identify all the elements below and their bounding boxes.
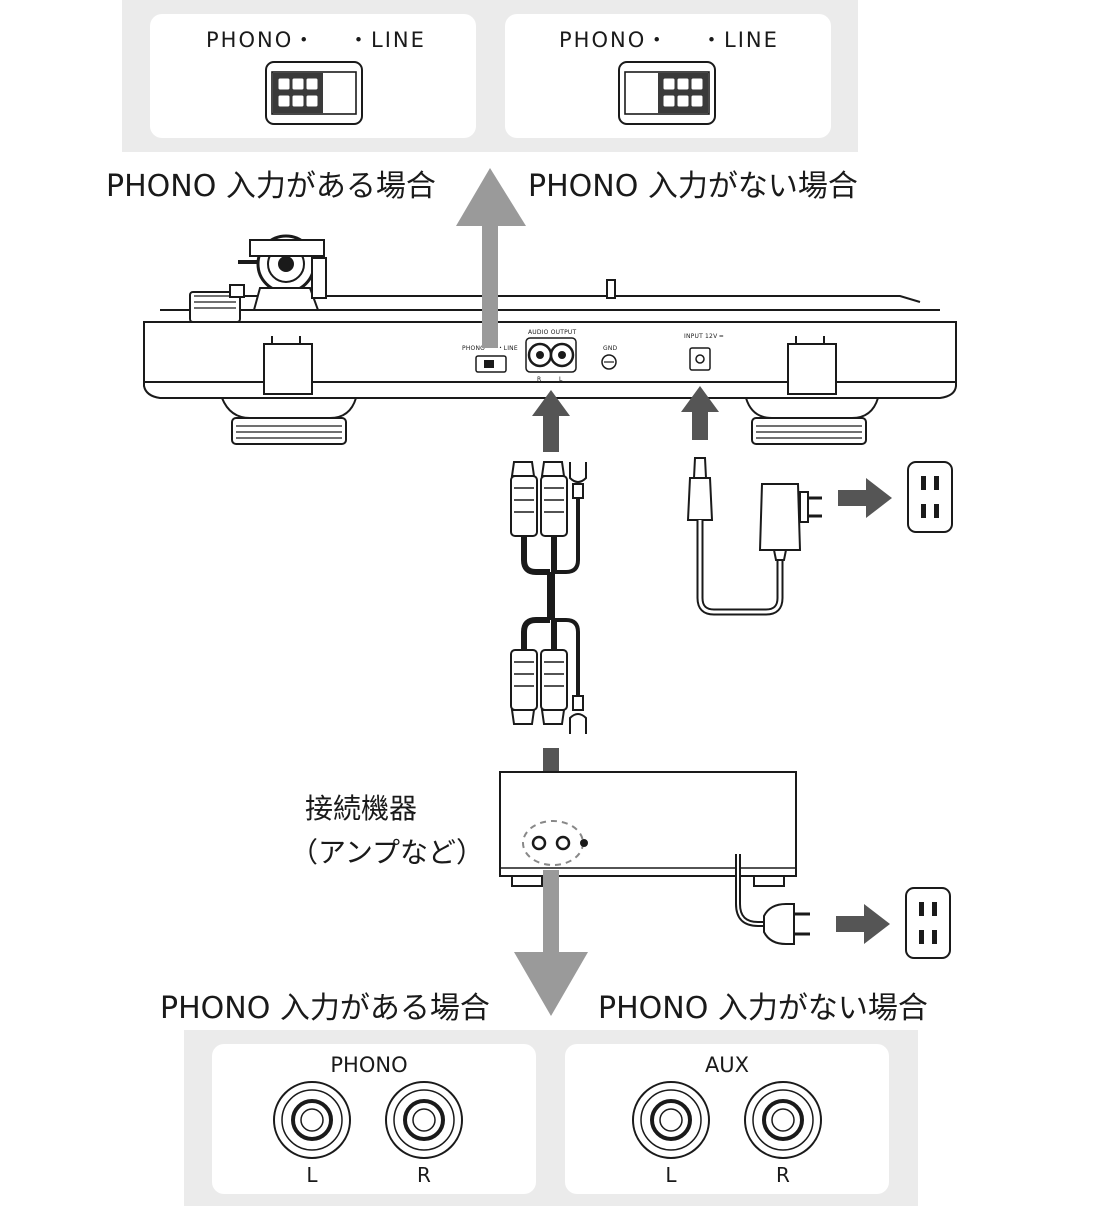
phono-jack-l xyxy=(273,1081,351,1159)
switch-label-phono: PHONO・ xyxy=(559,28,669,52)
left-foot xyxy=(221,336,357,445)
phono-input-panel: PHONO L R xyxy=(273,1053,463,1187)
arrow-down-to-input-panels xyxy=(514,870,588,1016)
phono-jack-l-label: L xyxy=(306,1163,318,1187)
aux-jack-r-label: R xyxy=(776,1163,790,1187)
aux-jack-r xyxy=(744,1081,822,1159)
arrow-into-dc-input xyxy=(681,386,719,440)
arrow-up-to-switch-panels xyxy=(456,168,526,348)
aux-input-title: AUX xyxy=(705,1053,749,1077)
input-label: INPUT 12V ═ xyxy=(684,333,723,340)
wall-outlet-icon-bottom xyxy=(905,887,951,959)
slide-switch-line-position xyxy=(618,61,716,125)
ac-adapter-icon xyxy=(686,457,822,616)
aux-jack-l-label: L xyxy=(665,1163,677,1187)
device-label-line2: （アンプなど） xyxy=(290,836,484,869)
aux-jack-l xyxy=(632,1081,710,1159)
device-label-line1: 接続機器 xyxy=(305,792,417,825)
rca-cable-icon xyxy=(510,461,587,734)
audio-output-label: AUDIO OUTPUT xyxy=(528,329,577,336)
top-switch-panels xyxy=(122,0,858,152)
switch-panel-phono: PHONO・ ・LINE xyxy=(206,28,426,125)
wall-outlet-icon-top xyxy=(907,461,953,533)
jack-label-l: L xyxy=(559,376,563,383)
phono-input-title: PHONO xyxy=(330,1053,407,1077)
switch-panel-line: PHONO・ ・LINE xyxy=(559,28,779,125)
bottom-input-panels xyxy=(184,1030,918,1206)
aux-input-panel: AUX L R xyxy=(632,1053,822,1187)
arrow-into-audio-output xyxy=(532,390,570,452)
connected-device-icon xyxy=(499,771,810,945)
arrow-to-outlet-bottom xyxy=(836,904,890,944)
rear-switch-label: PHONO・ ・LINE xyxy=(462,345,518,352)
caption-top-with-phono: PHONO 入力がある場合 xyxy=(106,169,436,204)
switch-label-line: ・LINE xyxy=(348,28,426,52)
switch-label-phono: PHONO・ xyxy=(206,28,316,52)
slide-switch-phono-position xyxy=(265,61,363,125)
right-foot xyxy=(745,336,879,445)
jack-label-r: R xyxy=(537,376,541,383)
caption-top-without-phono: PHONO 入力がない場合 xyxy=(528,169,858,204)
phono-jack-r xyxy=(385,1081,463,1159)
switch-label-line: ・LINE xyxy=(701,28,779,52)
rear-panel: PHONO・ ・LINE AUDIO OUTPUT R L GND INPUT … xyxy=(462,329,723,383)
caption-bottom-with-phono: PHONO 入力がある場合 xyxy=(160,991,490,1026)
gnd-label: GND xyxy=(603,345,618,352)
caption-bottom-without-phono: PHONO 入力がない場合 xyxy=(598,991,928,1026)
arrow-to-outlet-top xyxy=(838,478,892,518)
tonearm-icon xyxy=(189,234,327,323)
phono-jack-r-label: R xyxy=(417,1163,431,1187)
